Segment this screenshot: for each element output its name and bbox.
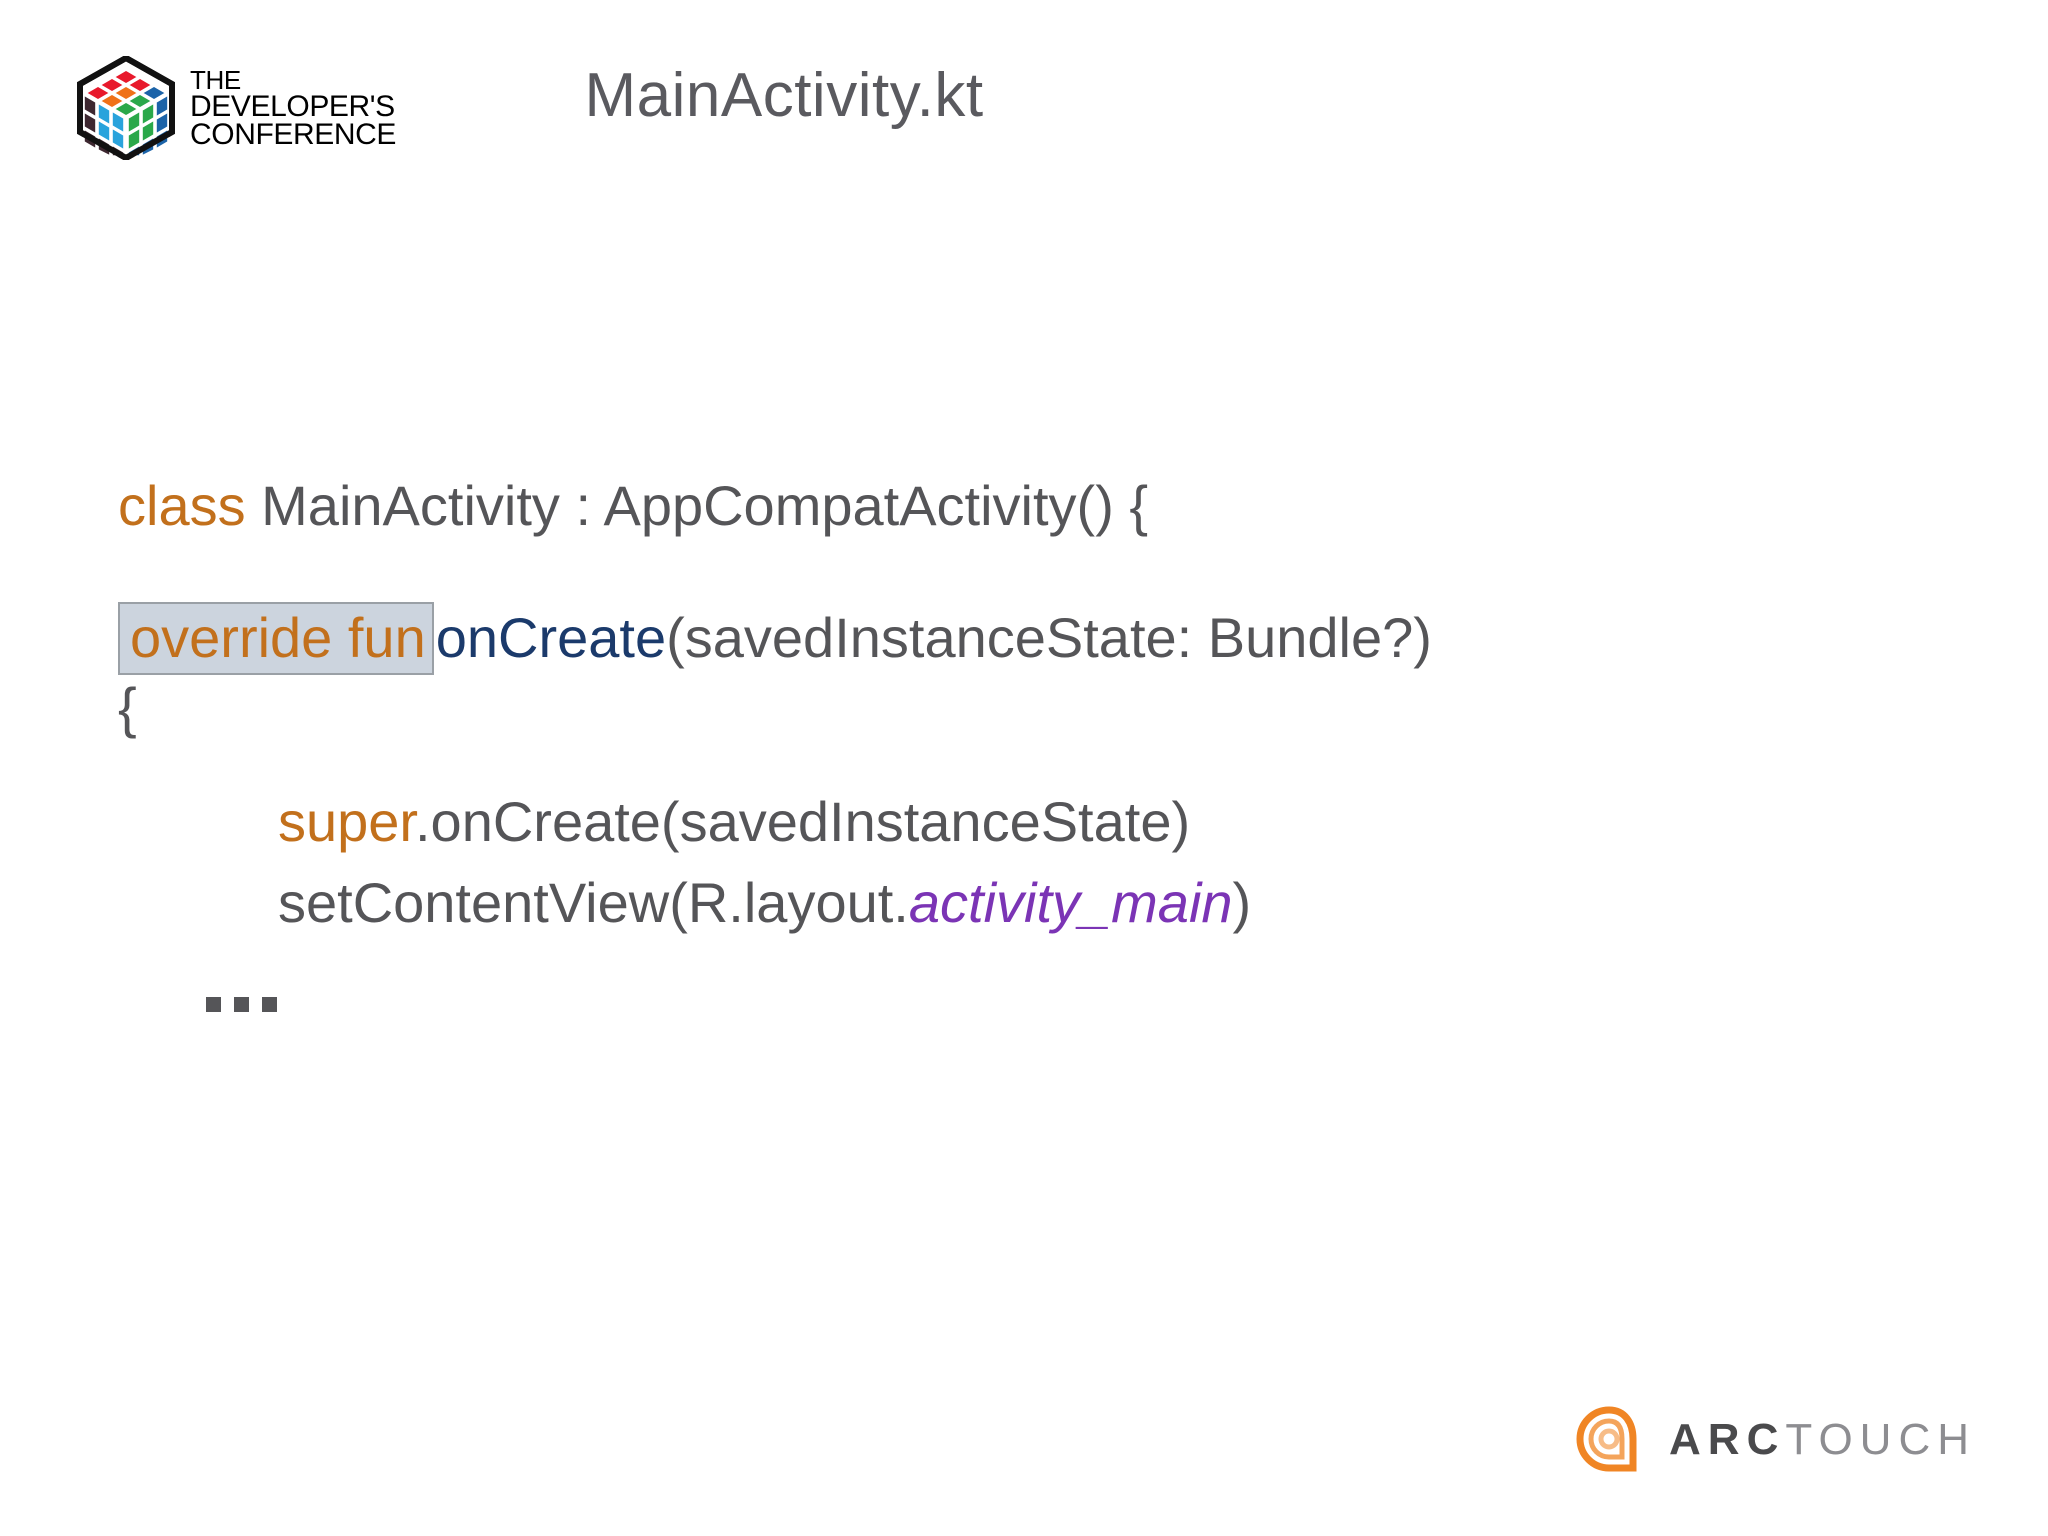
oncreate-parameters: (savedInstanceState: Bundle?) (666, 606, 1432, 670)
function-name-oncreate: onCreate (435, 606, 667, 670)
open-brace: { (118, 676, 137, 740)
keyword-class: class (118, 474, 246, 537)
arctouch-logo: ARCTOUCH (1571, 1402, 1976, 1478)
highlight-override-fun: override fun (118, 602, 434, 676)
setcontentview-prefix: setContentView(R.layout. (278, 870, 909, 934)
code-block: class MainActivity : AppCompatActivity()… (118, 468, 1938, 1039)
arctouch-mark-icon (1571, 1402, 1647, 1478)
tdc-line-3: CONFERENCE (190, 118, 397, 152)
tdc-wordmark: THE DEVELOPER'S CONFERENCE (190, 66, 396, 151)
keyword-super: super (278, 790, 415, 854)
super-call-rest: .onCreate(savedInstanceState) (415, 790, 1191, 854)
arctouch-wordmark: ARCTOUCH (1669, 1418, 1976, 1462)
code-line-class-declaration: class MainActivity : AppCompatActivity()… (118, 468, 1938, 544)
slide-title: MainActivity.kt (584, 61, 984, 130)
arctouch-word-arc: ARC (1669, 1415, 1786, 1464)
tdc-cube-icon (76, 56, 176, 160)
class-declaration-rest: MainActivity : AppCompatActivity() { (245, 474, 1149, 537)
code-line-ellipsis (206, 963, 1938, 1039)
setcontentview-suffix: ) (1232, 870, 1252, 934)
code-line-setcontentview: setContentView(R.layout.activity_main) (278, 865, 1938, 941)
layout-resource-name: activity_main (908, 870, 1233, 934)
code-line-open-brace: { (118, 670, 1938, 746)
tdc-logo: THE DEVELOPER'S CONFERENCE (76, 56, 396, 160)
tdc-line-1: THE (190, 64, 241, 95)
arctouch-word-touch: TOUCH (1785, 1415, 1976, 1464)
code-line-super-oncreate: super.onCreate(savedInstanceState) (278, 784, 1938, 860)
ellipsis-icon (206, 997, 277, 1013)
tdc-line-2: DEVELOPER'S (190, 89, 395, 123)
